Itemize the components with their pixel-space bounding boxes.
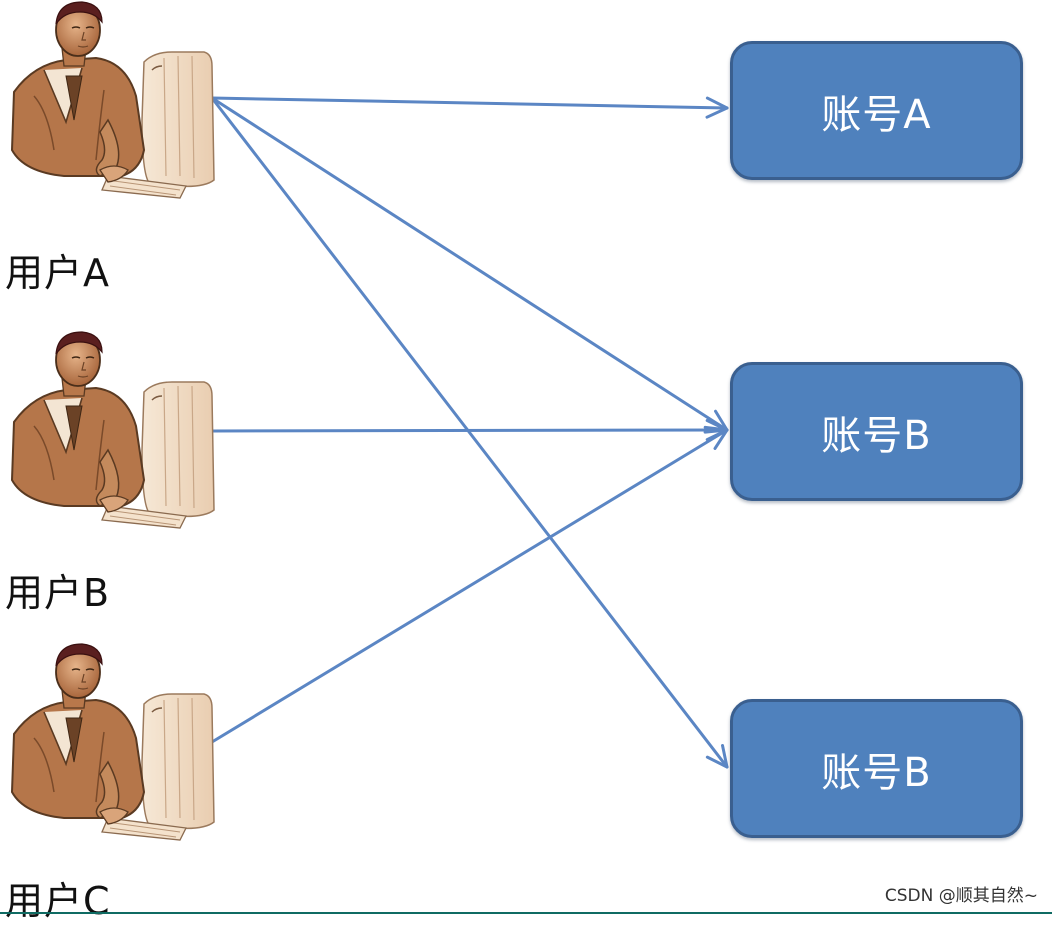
user-figures <box>11 1 215 841</box>
bottom-divider <box>0 912 1052 914</box>
arrow-user-a-to-account-3 <box>210 96 729 769</box>
user-label-a: 用户A <box>5 251 110 295</box>
arrow-user-c-to-account-2 <box>210 428 729 744</box>
businessman-at-computer-a-icon <box>11 1 215 199</box>
arrow-user-a-to-account-2 <box>210 96 729 432</box>
account-label-a: 账号A <box>821 91 932 138</box>
businessman-at-computer-b-icon <box>11 331 215 529</box>
account-label-b-second: 账号B <box>821 749 932 796</box>
connection-arrows <box>210 96 729 769</box>
businessman-at-computer-c-icon <box>11 643 215 841</box>
account-box-b: 账号B <box>730 362 1023 501</box>
user-label-c: 用户C <box>5 879 111 923</box>
account-label-b: 账号B <box>821 412 932 459</box>
account-box-b-second: 账号B <box>730 699 1023 838</box>
arrow-user-b-to-account-2 <box>210 418 729 442</box>
user-label-b: 用户B <box>5 571 111 615</box>
account-box-a: 账号A <box>730 41 1023 180</box>
csdn-watermark: CSDN @顺其自然~ <box>884 886 1038 906</box>
arrow-user-a-to-account-1 <box>210 96 729 119</box>
